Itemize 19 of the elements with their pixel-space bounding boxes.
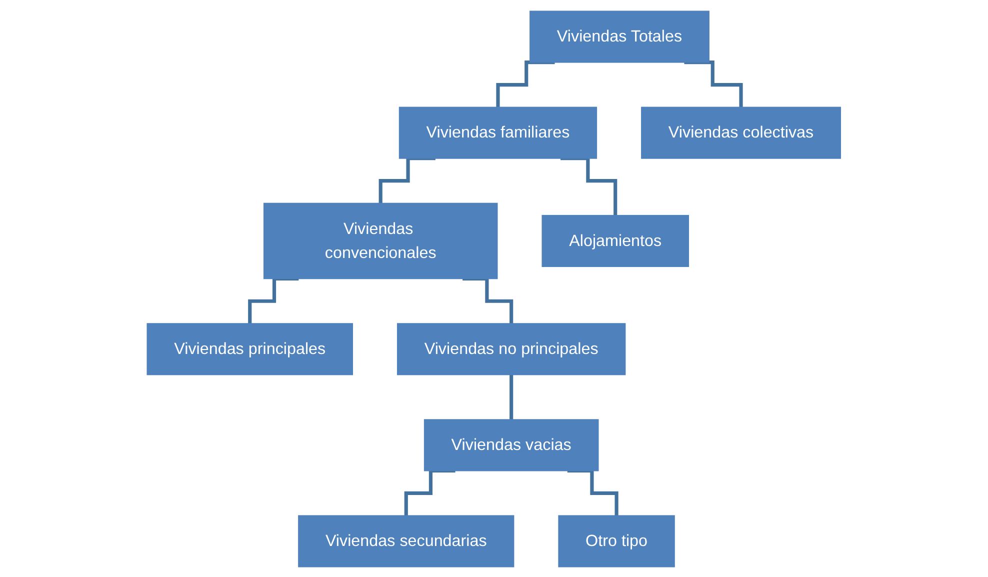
connector [404, 468, 456, 517]
connector [378, 156, 436, 205]
node-box: Viviendas vacias [424, 418, 599, 471]
connector [568, 468, 618, 517]
node-box: Otro tipo [558, 514, 676, 567]
node-box: Viviendas colectivas [641, 106, 842, 158]
node-box: Alojamientos [542, 214, 690, 266]
connector [510, 372, 514, 421]
node-box: Viviendas Totales [530, 10, 710, 62]
node-box: Viviendas no principales [397, 322, 626, 375]
connector [684, 60, 743, 109]
node-box: Viviendas secundarias [298, 514, 514, 567]
connector [248, 276, 299, 325]
connector [496, 60, 555, 109]
connector [560, 156, 618, 217]
node-box: Viviendas convencionales [264, 202, 498, 279]
node-box: Viviendas familiares [399, 106, 598, 158]
node-box: Viviendas principales [146, 322, 354, 375]
connector [462, 276, 514, 325]
